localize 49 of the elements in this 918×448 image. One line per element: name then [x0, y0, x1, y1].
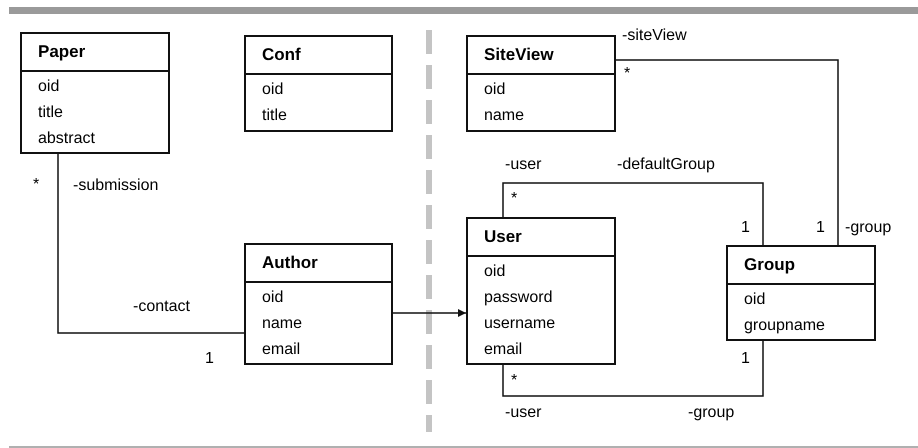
multiplicity-label: * — [33, 175, 40, 195]
class-box — [244, 35, 393, 132]
attribute-text: username — [484, 314, 556, 334]
class-name: Paper — [22, 34, 168, 72]
association-line — [502, 341, 764, 397]
attribute-text: title — [262, 106, 287, 126]
attribute-text: oid — [744, 290, 766, 310]
class-name: SiteView — [468, 37, 614, 75]
attribute-text: password — [484, 288, 552, 308]
multiplicity-label: * — [511, 189, 518, 209]
multiplicity-label: * — [624, 64, 630, 84]
attribute-text: oid — [262, 80, 284, 100]
attribute-text: oid — [484, 262, 506, 282]
class-name: Group — [728, 247, 874, 285]
class-name: Author — [246, 245, 391, 283]
attribute-text: email — [484, 340, 522, 360]
multiplicity-label: 1 — [816, 218, 825, 238]
class-box — [466, 217, 616, 365]
role-label: -user — [505, 403, 542, 423]
attribute-text: oid — [38, 77, 60, 97]
multiplicity-label: * — [511, 371, 518, 391]
class-box — [20, 32, 170, 154]
role-label: -defaultGroup — [617, 155, 715, 175]
attribute-text: email — [262, 340, 300, 360]
attribute-text: oid — [262, 288, 284, 308]
attribute-text: name — [262, 314, 302, 334]
role-label: -group — [845, 218, 892, 238]
role-label: -group — [688, 403, 734, 423]
role-label: -user — [505, 155, 542, 175]
attribute-text: title — [38, 103, 63, 123]
association-line — [57, 154, 244, 334]
arrow — [393, 309, 466, 317]
multiplicity-label: 1 — [741, 349, 750, 369]
attribute-text: oid — [484, 80, 506, 100]
multiplicity-label: 1 — [741, 218, 750, 238]
class-box — [244, 243, 393, 365]
multiplicity-label: 1 — [205, 349, 214, 369]
association-line — [616, 59, 839, 245]
role-label: -contact — [133, 297, 190, 317]
class-box — [466, 35, 616, 132]
class-name: User — [468, 219, 614, 257]
association-line — [502, 182, 764, 245]
attribute-text: abstract — [38, 129, 95, 149]
attribute-text: name — [484, 106, 524, 126]
attribute-text: groupname — [744, 316, 825, 336]
role-label: -submission — [73, 176, 158, 196]
role-label: -siteView — [622, 26, 687, 46]
class-box — [726, 245, 876, 341]
class-name: Conf — [246, 37, 391, 75]
